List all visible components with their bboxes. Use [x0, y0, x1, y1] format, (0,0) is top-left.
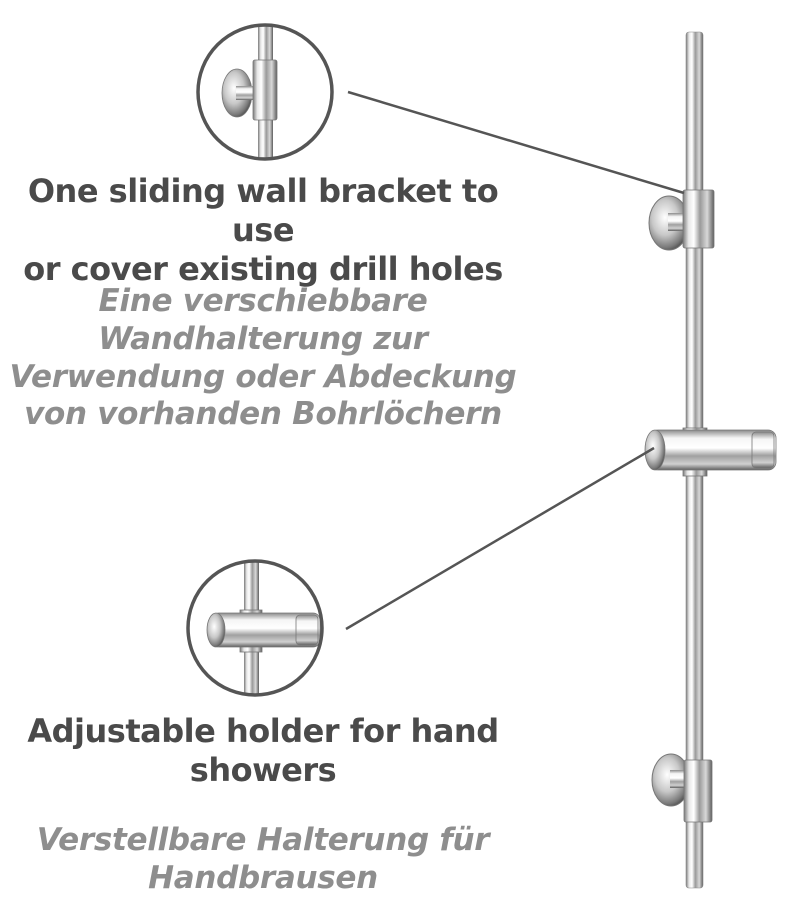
caption-line: Verwendung oder Abdeckung	[9, 358, 517, 395]
pointer-line-holder	[345, 446, 655, 631]
sliding-wall-bracket	[682, 189, 715, 249]
caption-line: Verstellbare Halterung für	[36, 822, 490, 858]
bracket-caption-german: Eine verschiebbare Wandhalterung zur Ver…	[8, 283, 518, 434]
caption-line: Handbrausen	[148, 859, 378, 896]
caption-line: showers	[189, 751, 337, 790]
caption-line: One sliding wall bracket to use	[27, 172, 499, 250]
caption-line: von vorhanden Bohrlöchern	[24, 396, 502, 433]
zoom-callout-bracket	[196, 23, 334, 161]
zoom-callout-holder	[186, 559, 324, 697]
pointer-line-bracket	[347, 90, 685, 195]
holder-caption-english: Adjustable holder for hand showers	[8, 712, 518, 790]
caption-line: or cover existing drill holes	[23, 250, 503, 289]
bracket-caption-english: One sliding wall bracket to use or cover…	[8, 172, 518, 289]
bottom-bracket-sleeve	[683, 759, 713, 823]
holder-caption-german: Verstellbare Halterung für Handbrausen	[8, 822, 518, 898]
caption-line: Wandhalterung zur	[98, 320, 428, 357]
rail-assembly	[644, 31, 777, 889]
hand-shower-holder	[644, 427, 777, 477]
caption-line: Eine verschiebbare	[98, 283, 428, 319]
caption-line: Adjustable holder for hand	[27, 712, 499, 750]
